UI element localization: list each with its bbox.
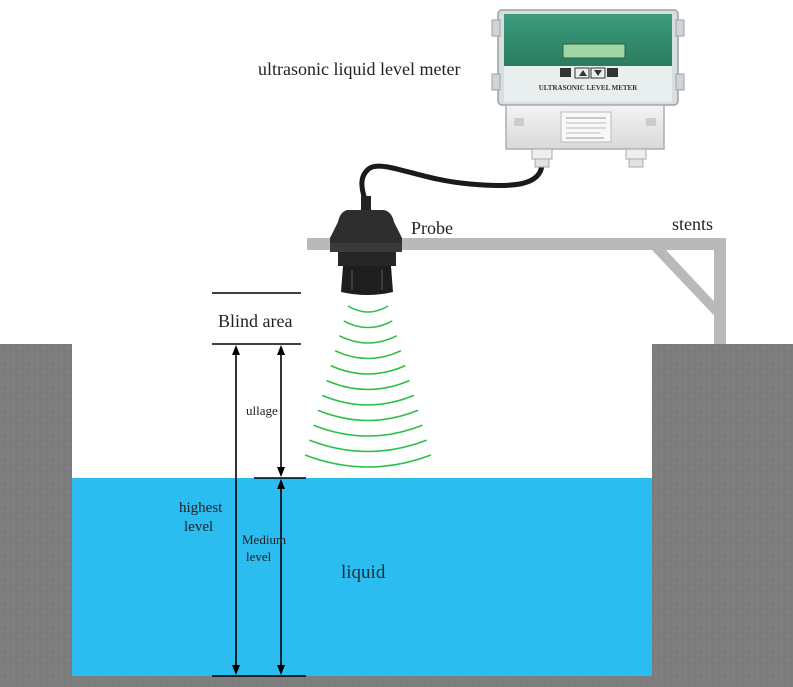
probe-cable	[359, 162, 545, 203]
down-arrow-key-icon[interactable]	[594, 70, 602, 76]
menu-key-icon[interactable]	[560, 68, 571, 77]
wave-arc	[343, 320, 393, 329]
meter-lcd-display	[562, 43, 626, 59]
measurement-lines	[212, 292, 306, 677]
dimension-arrows	[232, 345, 285, 675]
probe-head	[330, 210, 402, 250]
stent-bracket	[307, 238, 726, 344]
meter-panel-title: ULTRASONIC LEVEL METER	[539, 84, 638, 92]
wave-arc	[317, 409, 419, 422]
medium-level-label-line2: level	[246, 549, 272, 564]
enter-key-icon[interactable]	[607, 68, 618, 77]
wave-arc	[347, 305, 389, 313]
ullage-label: ullage	[246, 403, 278, 418]
liquid-body	[72, 478, 652, 676]
stent-horizontal-bar	[307, 238, 726, 250]
wave-arc	[326, 379, 410, 391]
meter-key-panel	[504, 66, 672, 102]
probe-sensor	[330, 196, 402, 295]
level-meter-unit: ULTRASONIC LEVEL METER	[491, 9, 685, 168]
wave-arc	[309, 439, 427, 453]
probe-label: Probe	[411, 218, 453, 238]
stents-label: stents	[672, 214, 713, 234]
ultrasonic-waves	[304, 305, 432, 468]
up-arrow-key-icon[interactable]	[579, 70, 587, 76]
highest-level-label-line1: highest	[179, 500, 223, 516]
probe-gland	[361, 196, 371, 210]
meter-nameplate	[560, 111, 612, 143]
probe-flange	[330, 243, 402, 252]
highest-level-label-line2: level	[184, 519, 213, 535]
wave-arc	[304, 454, 432, 468]
wave-arc	[321, 394, 415, 406]
medium-level-label-line1: Medium	[242, 532, 286, 547]
probe-nut	[338, 252, 396, 266]
wave-arc	[339, 335, 397, 344]
wave-arc	[334, 349, 402, 360]
wave-arc	[330, 364, 406, 375]
stent-diagonal-brace	[652, 250, 724, 326]
ground-fill	[0, 344, 793, 687]
wave-arc	[313, 424, 423, 437]
cable-gland-right	[625, 148, 647, 160]
meter-label: ultrasonic liquid level meter	[258, 59, 460, 79]
blind-area-label: Blind area	[218, 311, 292, 331]
cable-gland-left	[531, 148, 553, 160]
tank-ground	[0, 344, 793, 687]
probe-transducer	[341, 266, 393, 295]
liquid-label: liquid	[341, 562, 386, 583]
stent-vertical-post	[714, 238, 726, 344]
